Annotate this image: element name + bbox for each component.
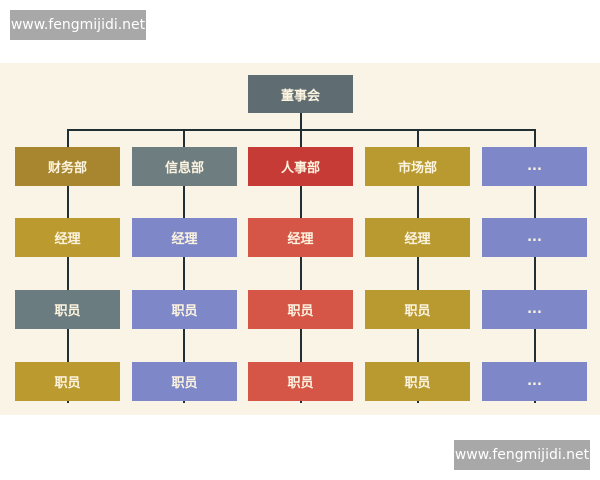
node-hr-staff-1: 职员 <box>248 290 353 329</box>
watermark-bottom: www.fengmijidi.net <box>454 440 590 470</box>
watermark-top: www.fengmijidi.net <box>10 10 146 40</box>
node-finance-staff-1: 职员 <box>15 290 120 329</box>
node-more-staff-2: ... <box>482 362 587 401</box>
node-marketing-staff-1: 职员 <box>365 290 470 329</box>
node-more-manager: ... <box>482 218 587 257</box>
org-chart-canvas: 董事会 财务部 经理 职员 职员 信息部 经理 职员 职员 人事部 经理 职员 … <box>0 63 600 415</box>
node-marketing-manager: 经理 <box>365 218 470 257</box>
node-finance-dept: 财务部 <box>15 147 120 186</box>
col-connector-finance <box>67 129 69 403</box>
node-finance-manager: 经理 <box>15 218 120 257</box>
node-marketing-dept: 市场部 <box>365 147 470 186</box>
col-connector-hr <box>300 129 302 403</box>
node-hr-staff-2: 职员 <box>248 362 353 401</box>
node-marketing-staff-2: 职员 <box>365 362 470 401</box>
node-more-staff-1: ... <box>482 290 587 329</box>
col-connector-info <box>183 129 185 403</box>
node-finance-staff-2: 职员 <box>15 362 120 401</box>
node-info-manager: 经理 <box>132 218 237 257</box>
node-board: 董事会 <box>248 75 353 113</box>
node-hr-manager: 经理 <box>248 218 353 257</box>
root-connector <box>300 113 302 131</box>
node-more-dept: ... <box>482 147 587 186</box>
col-connector-more <box>534 129 536 403</box>
node-info-dept: 信息部 <box>132 147 237 186</box>
node-info-staff-1: 职员 <box>132 290 237 329</box>
node-info-staff-2: 职员 <box>132 362 237 401</box>
node-hr-dept: 人事部 <box>248 147 353 186</box>
col-connector-marketing <box>417 129 419 403</box>
